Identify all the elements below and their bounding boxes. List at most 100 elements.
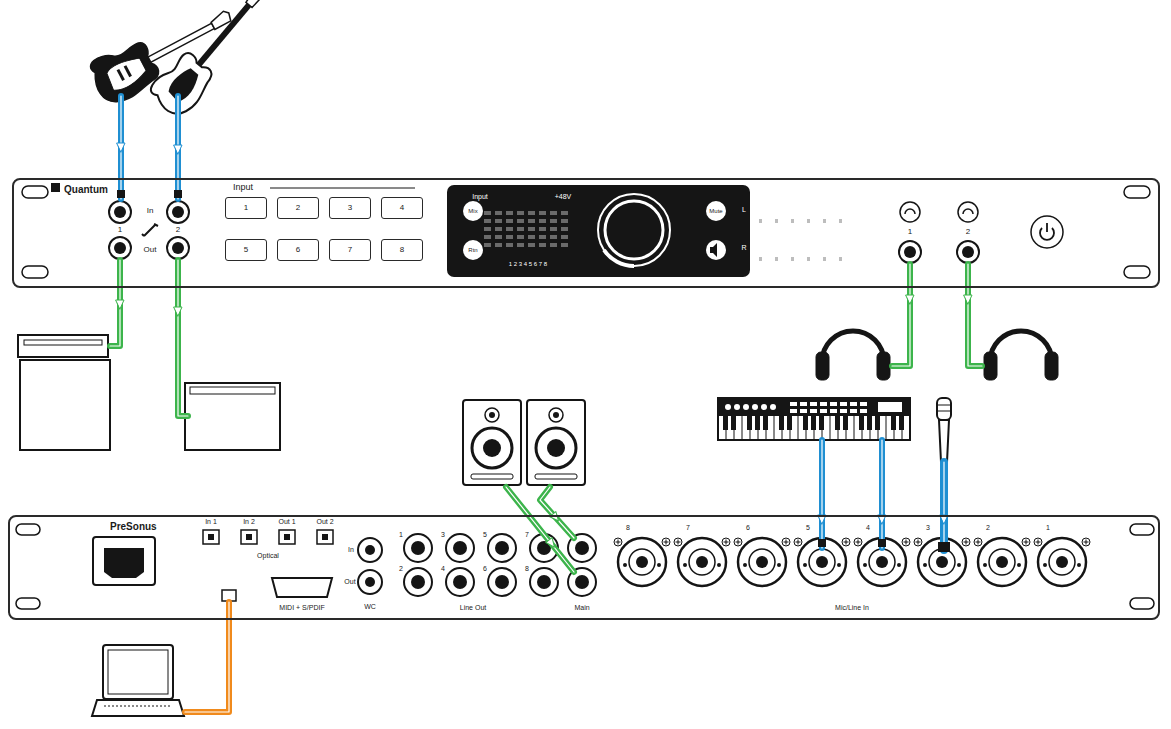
- electric-guitar: [85, 35, 164, 109]
- input-button: 6: [277, 239, 319, 261]
- front-panel-details: [759, 257, 762, 261]
- rear-panel-details: [104, 548, 144, 578]
- rear-panel-details: [749, 549, 775, 575]
- headphones: [1045, 352, 1058, 380]
- front-panel-details: [561, 227, 568, 231]
- front-panel-details: [790, 243, 795, 253]
- signal-arrow: [546, 538, 558, 550]
- rear-panel-details: [495, 541, 509, 555]
- signal-arrow: [964, 295, 972, 304]
- input-number: 4: [866, 524, 870, 532]
- rear-panel-details: [93, 537, 155, 585]
- front-panel-details: [838, 243, 843, 253]
- input-number: 8: [626, 524, 630, 532]
- front-panel-details: [706, 201, 726, 221]
- front-panel-details: [962, 246, 974, 258]
- front-panel-details: [790, 205, 795, 215]
- button-label: 5: [244, 246, 248, 255]
- front-panel-details: [807, 257, 810, 261]
- front-panel-details: [528, 211, 535, 215]
- rear-panel-details: [918, 538, 966, 586]
- section-label: Mic/Line In: [835, 604, 869, 612]
- midi-keyboard: [779, 416, 784, 430]
- midi-keyboard: [820, 402, 827, 406]
- front-panel-details: [517, 219, 524, 223]
- front-panel-details: [142, 224, 158, 236]
- front-panel-details: [517, 211, 524, 215]
- rear-panel-details: [358, 570, 382, 594]
- cable: [540, 487, 574, 538]
- front-panel-details: [823, 257, 826, 261]
- midi-keyboard: [891, 416, 896, 430]
- midi-keyboard: [774, 416, 775, 440]
- signal-arrow: [550, 512, 562, 524]
- button-label: 6: [296, 246, 300, 255]
- xlr-plug: [938, 542, 950, 552]
- rear-panel-details: [246, 534, 252, 540]
- rear-panel-details: [241, 530, 257, 544]
- rear-panel-details: [816, 556, 828, 568]
- front-panel-details: [806, 205, 811, 215]
- button-label: 8: [400, 246, 404, 255]
- rear-panel-details: [411, 541, 425, 555]
- front-panel-details: [517, 227, 524, 231]
- display-text: 1 2 3 4 5 6 7 8: [509, 261, 547, 268]
- signal-arrow: [174, 145, 182, 154]
- front-panel-details: [550, 227, 557, 231]
- studio-monitor: [535, 474, 577, 479]
- midi-keyboard: [790, 402, 797, 406]
- jack-label: Out: [144, 246, 157, 255]
- front-panel-details: [846, 205, 851, 215]
- rear-panel-details: [614, 538, 622, 546]
- plug: [117, 190, 125, 198]
- port-label: Out: [344, 578, 355, 586]
- input-button: 2: [277, 197, 319, 219]
- bass-guitar: [244, 0, 267, 8]
- port-label: WC: [364, 603, 376, 611]
- port-label: Out 2: [316, 518, 333, 526]
- rear-panel-details: [446, 534, 474, 562]
- midi-keyboard: [875, 416, 880, 430]
- rear-panel-details: [856, 540, 861, 545]
- midi-keyboard: [878, 402, 902, 412]
- midi-keyboard: [742, 416, 743, 440]
- midi-keyboard: [803, 416, 808, 430]
- combo-amp: [190, 387, 275, 394]
- microphone: [938, 405, 950, 406]
- front-panel-details: [791, 219, 794, 223]
- rear-panel-details: [983, 563, 987, 567]
- front-panel-details: [109, 201, 131, 223]
- front-panel-details: [798, 243, 803, 253]
- rear-panel-details: [636, 556, 648, 568]
- front-panel-details: [814, 205, 819, 215]
- front-panel-details: [798, 205, 803, 215]
- midi-keyboard: [840, 402, 847, 406]
- laptop: [104, 706, 172, 707]
- front-panel-details: [1031, 216, 1063, 248]
- output-number: 5: [483, 531, 487, 539]
- front-panel-details: [484, 227, 491, 231]
- front-panel-details: [172, 206, 184, 218]
- front-panel-details: [561, 243, 568, 247]
- rear-panel-details: [923, 563, 927, 567]
- cable: [118, 96, 124, 199]
- cable: [175, 96, 181, 199]
- front-panel-details: [484, 235, 491, 239]
- front-panel-details: [822, 205, 827, 215]
- front-panel-details: [506, 211, 513, 215]
- output-number: 4: [441, 565, 445, 573]
- rear-panel-details: [1043, 563, 1047, 567]
- rear-panel-details: [453, 575, 467, 589]
- rear-panel-details: [996, 556, 1008, 568]
- cable-core: [178, 260, 188, 416]
- rear-panel-details: [794, 538, 802, 546]
- rear-panel-details: [916, 540, 921, 545]
- front-panel-details: [899, 241, 921, 263]
- rear-panel-details: [904, 540, 909, 545]
- midi-keyboard: [800, 402, 807, 406]
- front-panel-details: [605, 201, 663, 259]
- front-panel-details: [830, 205, 835, 215]
- rear-panel-details: [782, 538, 790, 546]
- rear-panel-details: [618, 538, 666, 586]
- combo-amp: [185, 383, 280, 450]
